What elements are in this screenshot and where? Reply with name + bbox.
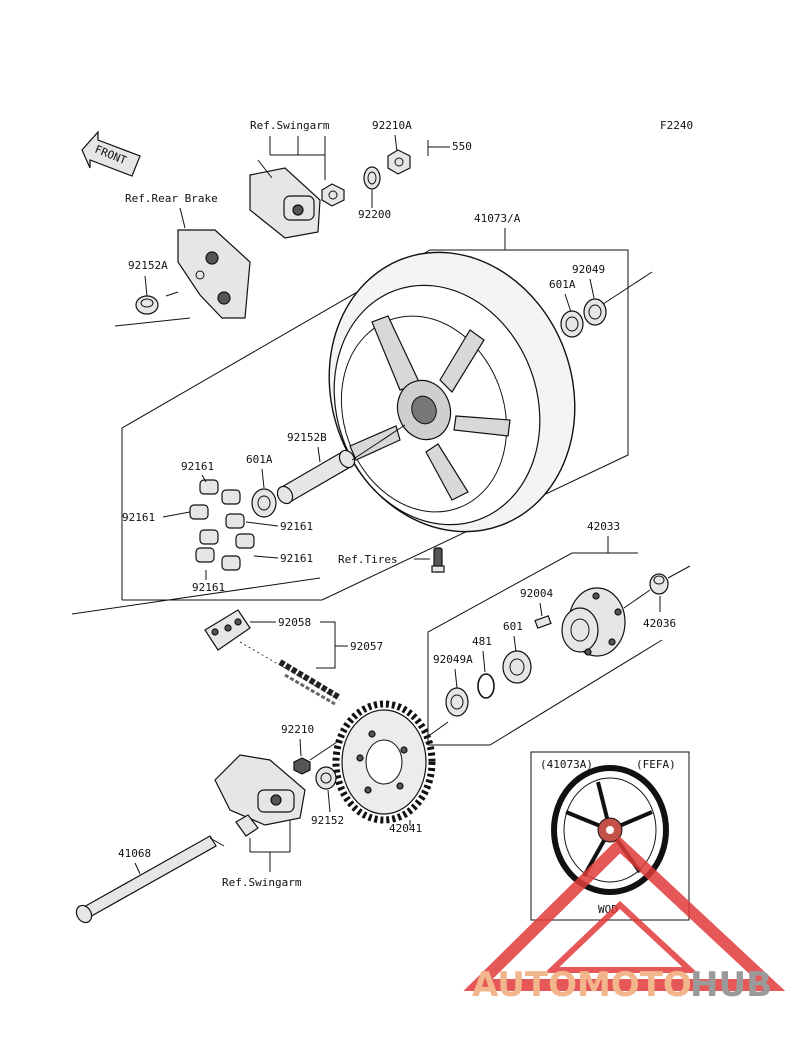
part-92161-c: 92161 xyxy=(280,520,313,533)
part-601: 601 xyxy=(503,620,523,633)
nut-top xyxy=(321,183,345,207)
chain-adjuster-bottom xyxy=(214,754,306,837)
part-42036: 42036 xyxy=(643,617,676,630)
ref-rear-brake: Ref.Rear Brake xyxy=(125,192,218,205)
bearing-601A-top xyxy=(560,310,584,338)
hub-group-frame xyxy=(427,552,638,745)
watermark-logo xyxy=(463,836,786,991)
part-92049A: 92049A xyxy=(433,653,473,666)
inset-variant: (FEFA) xyxy=(636,758,676,771)
watermark-part2: HUB xyxy=(690,965,772,1005)
part-92161-e: 92161 xyxy=(192,581,225,594)
part-41068: 41068 xyxy=(118,847,151,860)
collar-92152 xyxy=(315,766,337,790)
circlip-481 xyxy=(477,673,495,699)
part-92161-a: 92161 xyxy=(181,460,214,473)
collar-92152A xyxy=(135,295,159,315)
front-arrow-icon: FRONT xyxy=(81,130,141,177)
part-601A-mid: 601A xyxy=(246,453,273,466)
part-92152B: 92152B xyxy=(287,431,327,444)
part-92058: 92058 xyxy=(278,616,311,629)
bearing-601 xyxy=(502,650,532,684)
part-92200: 92200 xyxy=(358,208,391,221)
watermark-part1: AUTOMOTO xyxy=(472,965,692,1005)
ref-swingarm-top: Ref.Swingarm xyxy=(250,119,330,132)
inset-code: (41073A) xyxy=(540,758,593,771)
part-92161-b: 92161 xyxy=(122,511,155,524)
bearing-601A-mid xyxy=(251,488,277,518)
washer-92200 xyxy=(363,166,381,190)
part-481: 481 xyxy=(472,635,492,648)
part-92210A: 92210A xyxy=(372,119,412,132)
part-92057: 92057 xyxy=(350,640,383,653)
part-42041: 42041 xyxy=(389,822,422,835)
chain-joint-92058 xyxy=(204,609,251,651)
part-92049: 92049 xyxy=(572,263,605,276)
rear-sprocket-42041 xyxy=(332,700,436,824)
part-92210: 92210 xyxy=(281,723,314,736)
wheel-group-frame xyxy=(121,249,629,601)
chain-adjuster-top xyxy=(249,159,321,239)
figure-code: F2240 xyxy=(660,119,693,132)
brake-bracket xyxy=(177,229,251,319)
collar-42036 xyxy=(649,573,669,595)
part-41073A: 41073/A xyxy=(474,212,521,225)
part-42033: 42033 xyxy=(587,520,620,533)
axle-41068 xyxy=(75,835,225,924)
part-92161-d: 92161 xyxy=(280,552,313,565)
part-601A-top: 601A xyxy=(549,278,576,291)
chain-92057 xyxy=(239,641,342,706)
seal-92049A xyxy=(445,687,469,717)
leader-swingarm-top xyxy=(269,136,326,180)
part-92152A: 92152A xyxy=(128,259,168,272)
part-92004: 92004 xyxy=(520,587,553,600)
part-550: 550 xyxy=(452,140,472,153)
spacer-92152B xyxy=(276,449,356,505)
sprocket-hub xyxy=(561,587,626,657)
part-92152: 92152 xyxy=(311,814,344,827)
rear-wheel xyxy=(328,251,576,533)
ref-tires: Ref.Tires xyxy=(338,553,398,566)
damper-rubbers xyxy=(189,479,255,571)
seal-92049 xyxy=(583,298,607,326)
stud-92004 xyxy=(534,615,552,629)
ref-swingarm-bottom: Ref.Swingarm xyxy=(222,876,302,889)
tire-valve xyxy=(431,547,445,573)
nut-92210A xyxy=(387,149,411,175)
nut-92210 xyxy=(293,757,311,775)
